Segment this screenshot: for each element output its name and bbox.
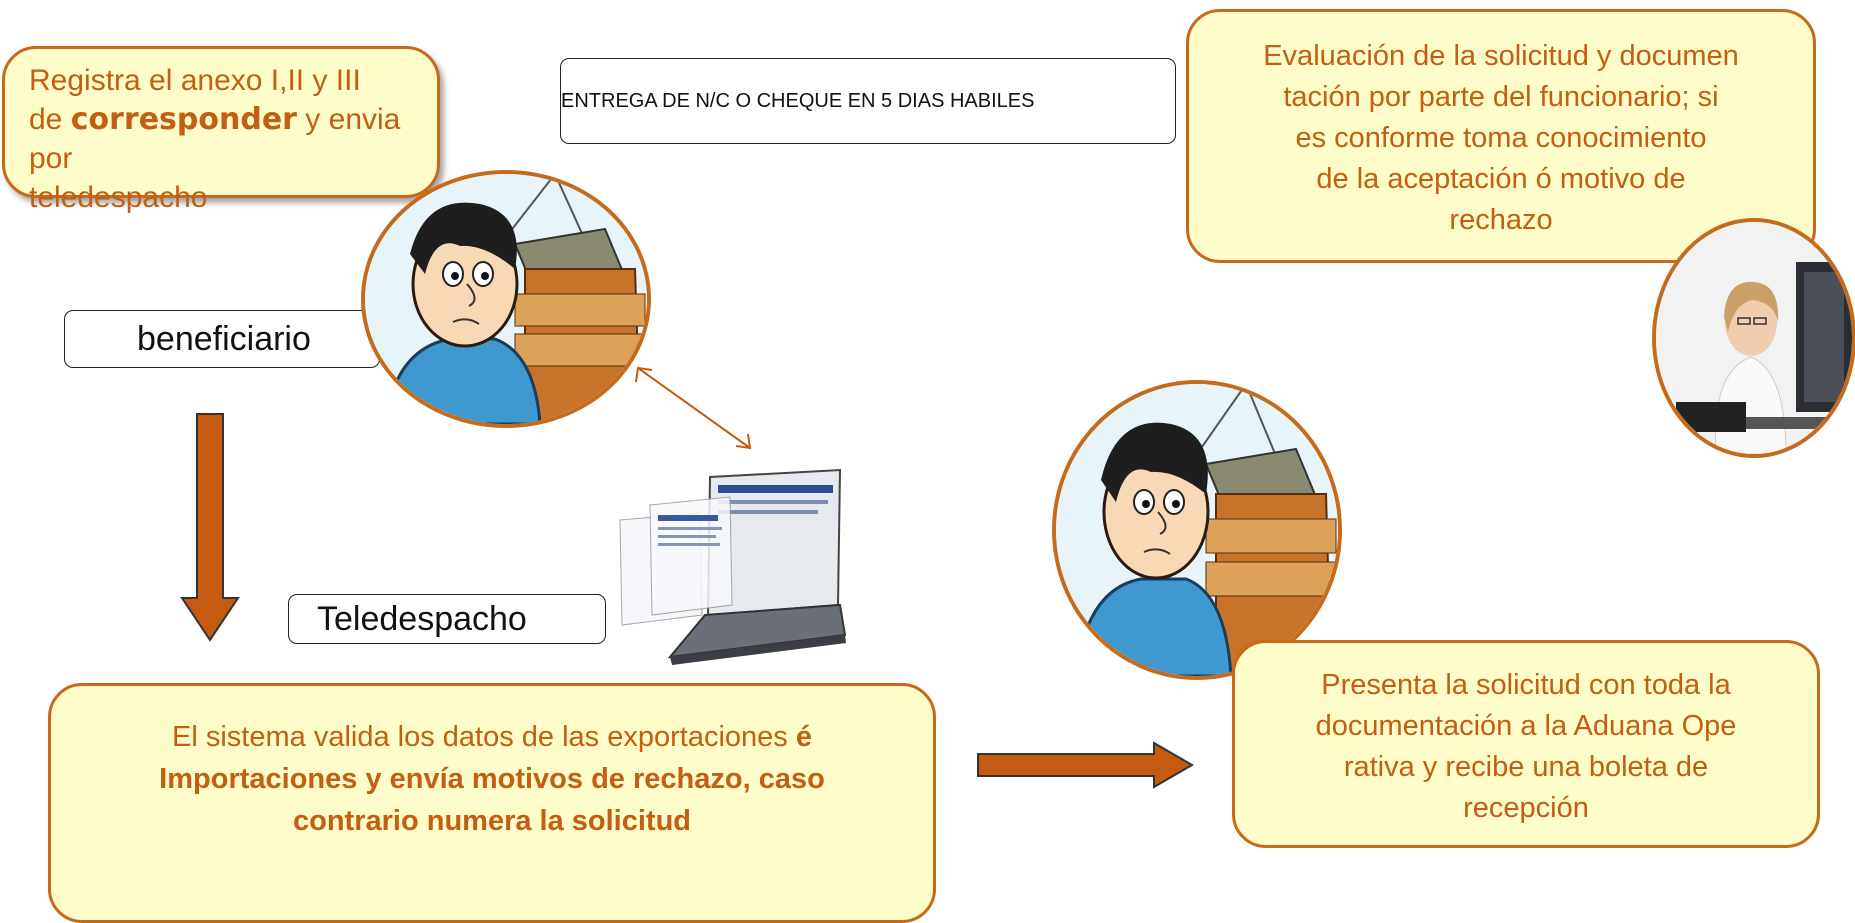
entrega-label-text: ENTREGA DE N/C O CHEQUE EN 5 DIAS HABILE… [561, 89, 1035, 112]
registra-line2: de corresponder y envia por [29, 102, 401, 175]
sistema-line3: contrario numera la solicitud [292, 805, 692, 837]
presenta-solicitud-box: Presenta la solicitud con toda la docume… [1232, 640, 1820, 848]
evaluacion-line2: tación por parte del funcionario; si [1283, 81, 1719, 113]
presenta-line1: Presenta la solicitud con toda la [1321, 669, 1731, 701]
evaluacion-line3: es conforme toma conocimiento [1295, 122, 1707, 154]
person-illustration-right-icon [1052, 380, 1342, 680]
sistema-line2: Importaciones y envía motivos de rechazo… [159, 763, 825, 795]
laptop-icon [610, 465, 850, 670]
down-arrow-icon [180, 413, 240, 642]
evaluacion-line1: Evaluación de la solicitud y documen [1263, 40, 1739, 72]
right-arrow-icon [977, 741, 1194, 789]
beneficiario-label-text: beneficiario [137, 319, 311, 358]
beneficiario-label: beneficiario [64, 310, 380, 368]
registra-line1: Registra el anexo I,II y III [29, 64, 361, 97]
presenta-line4: recepción [1463, 792, 1589, 824]
presenta-line2: documentación a la Aduana Ope [1315, 710, 1737, 742]
evaluacion-box: Evaluación de la solicitud y documen tac… [1186, 9, 1816, 263]
registra-bold-word: corresponder [70, 102, 297, 137]
teledespacho-label-text: Teledespacho [317, 599, 527, 638]
office-worker-icon [1652, 218, 1855, 458]
evaluacion-line5: rechazo [1449, 204, 1553, 236]
teledespacho-label: Teledespacho [288, 594, 606, 644]
sistema-valida-box: El sistema valida los datos de las expor… [48, 683, 936, 923]
double-arrow-icon [635, 366, 752, 450]
entrega-label: ENTREGA DE N/C O CHEQUE EN 5 DIAS HABILE… [560, 58, 1176, 144]
sistema-line1: El sistema valida los datos de las expor… [172, 721, 812, 753]
evaluacion-line4: de la aceptación ó motivo de [1316, 163, 1686, 195]
registra-line3: teledespacho [29, 181, 208, 214]
presenta-line3: rativa y recibe una boleta de [1343, 751, 1709, 783]
person-illustration-icon [361, 170, 651, 428]
registra-anexo-box: Registra el anexo I,II y III de correspo… [2, 46, 440, 214]
